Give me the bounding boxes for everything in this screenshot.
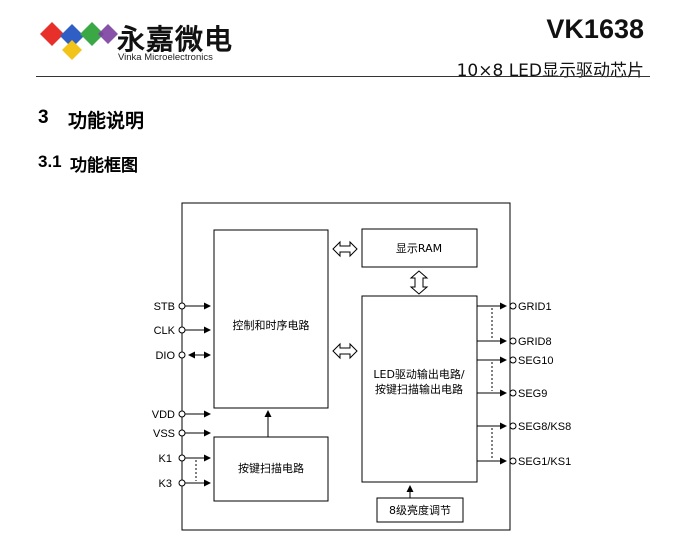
logo-diamond-purple (98, 24, 118, 44)
svg-text:K3: K3 (159, 478, 172, 490)
pin-stb: STB (154, 301, 211, 313)
display-ram-label: 显示RAM (396, 242, 442, 255)
double-arrow-vertical (409, 270, 429, 295)
double-arrow-ram (332, 240, 358, 258)
pin-grid1: GRID1 (477, 301, 552, 313)
brightness-label: 8级亮度调节 (389, 503, 451, 517)
company-logo-icon (40, 22, 118, 60)
svg-text:SEG8/KS8: SEG8/KS8 (518, 421, 571, 433)
led-driver-block (361, 295, 478, 483)
svg-text:VSS: VSS (153, 428, 175, 440)
led-driver-label-1: LED驱动输出电路/ (373, 367, 465, 381)
company-name-en: Vinka Microelectronics (118, 52, 213, 63)
logo-diamond-yellow (62, 40, 82, 60)
subsection-number: 3.1 (38, 152, 62, 171)
control-timing-label: 控制和时序电路 (233, 318, 310, 332)
pin-seg9: SEG9 (477, 388, 547, 400)
pin-k1: K1 (159, 453, 211, 465)
doc-title: VK1638 (546, 14, 644, 44)
pin-seg10: SEG10 (477, 355, 553, 367)
pin-seg8-ks8: SEG8/KS8 (477, 421, 571, 433)
svg-text:SEG9: SEG9 (518, 388, 547, 400)
pin-vss: VSS (153, 428, 211, 440)
section-number: 3 (38, 107, 49, 128)
key-scan-block (213, 436, 329, 502)
chip-outline (181, 202, 511, 531)
pin-clk: CLK (154, 325, 211, 337)
section-title: 功能说明 (68, 110, 145, 132)
display-ram-block (361, 228, 478, 268)
svg-text:GRID1: GRID1 (518, 301, 552, 313)
svg-text:K1: K1 (159, 453, 172, 465)
logo-diamond-red (40, 22, 64, 46)
logo-diamond-blue (60, 24, 84, 48)
key-scan-label: 按键扫描电路 (238, 461, 304, 475)
logo-diamond-green (80, 22, 104, 46)
pin-k3: K3 (159, 478, 211, 490)
svg-text:CLK: CLK (154, 325, 176, 337)
svg-text:SEG1/KS1: SEG1/KS1 (518, 456, 571, 468)
led-driver-label-2: 按键扫描输出电路 (375, 382, 463, 396)
pin-vdd: VDD (152, 409, 211, 421)
svg-text:SEG10: SEG10 (518, 355, 553, 367)
company-name: 永嘉微电 (117, 23, 234, 56)
control-timing-block (213, 229, 329, 409)
brightness-block (376, 497, 464, 523)
pin-grid8: GRID8 (477, 336, 552, 348)
subsection-title: 功能框图 (70, 156, 138, 176)
pin-seg1-ks1: SEG1/KS1 (477, 456, 571, 468)
svg-text:STB: STB (154, 301, 175, 313)
double-arrow-led (332, 342, 358, 360)
svg-text:GRID8: GRID8 (518, 336, 552, 348)
pin-dio: DIO (155, 350, 211, 362)
svg-text:DIO: DIO (155, 350, 175, 362)
header-rule (36, 76, 650, 77)
svg-text:VDD: VDD (152, 409, 175, 421)
